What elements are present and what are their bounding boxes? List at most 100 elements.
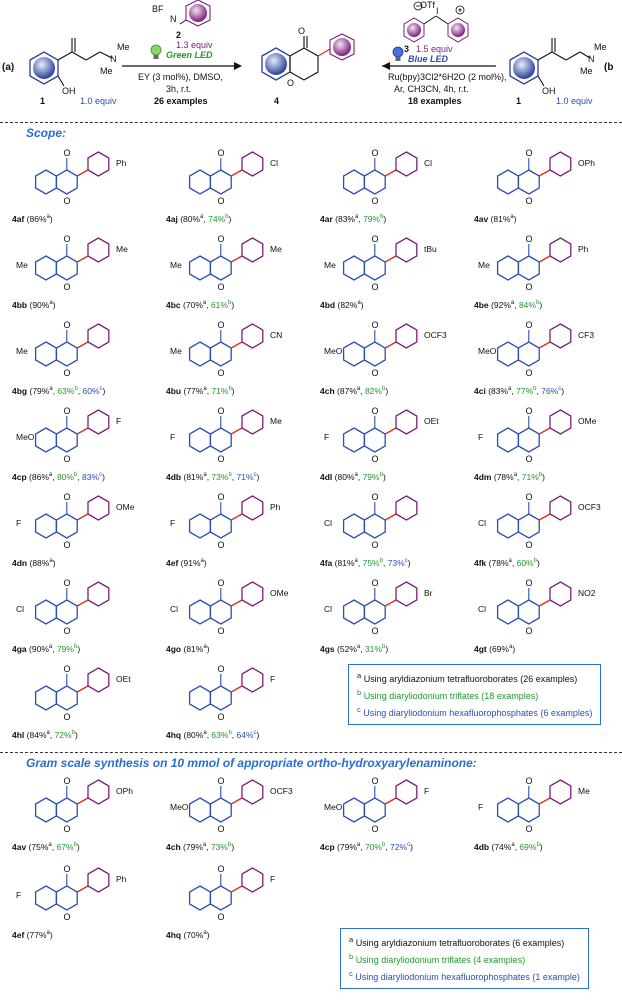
aryl-ring bbox=[395, 237, 418, 263]
compound-id: 4av bbox=[474, 214, 489, 224]
benzo-ring bbox=[342, 427, 366, 453]
compound-structure: OO bbox=[342, 234, 418, 292]
yield-a: 79% bbox=[32, 386, 50, 396]
ring-substituent: Me bbox=[170, 260, 182, 270]
aryl-substituent: F bbox=[270, 874, 276, 884]
yield-b: 61% bbox=[210, 300, 228, 310]
yield-a: 83% bbox=[491, 386, 509, 396]
carbonyl-o: O bbox=[218, 234, 225, 244]
compound-structure: OO bbox=[496, 148, 572, 206]
cond-a-line2: 3h, r.t. bbox=[166, 84, 192, 94]
aryl-ring bbox=[549, 581, 572, 607]
yield-a: 78% bbox=[491, 558, 509, 568]
pyranone-ring bbox=[55, 599, 78, 625]
compound-structure: OO bbox=[34, 776, 110, 834]
compound-structure: OO bbox=[34, 664, 110, 722]
pyranone-ring bbox=[209, 685, 232, 711]
aryl-ring bbox=[549, 409, 572, 435]
aryl-ring bbox=[549, 779, 572, 805]
new-c-c-bond bbox=[76, 599, 89, 607]
compound-id: 4af bbox=[12, 214, 25, 224]
compound-caption: 4hq (70%a) bbox=[166, 930, 210, 940]
yield-b: 71% bbox=[521, 472, 539, 482]
ring-substituent: MeO bbox=[324, 346, 343, 356]
new-c-c-bond bbox=[384, 169, 397, 177]
ring-substituent: Cl bbox=[324, 604, 333, 614]
aryl-ring bbox=[87, 779, 110, 805]
new-c-c-bond bbox=[76, 685, 89, 693]
aryl-ring bbox=[549, 237, 572, 263]
product-4-structure bbox=[261, 33, 355, 81]
benzo-ring bbox=[188, 885, 212, 911]
compound-structure: OO bbox=[188, 148, 264, 206]
pyranone-ring bbox=[363, 255, 386, 281]
ring-substituent: MeO bbox=[324, 802, 343, 812]
yield-a: 78% bbox=[496, 472, 514, 482]
benzo-ring bbox=[342, 599, 366, 625]
pyranone-ring bbox=[517, 341, 540, 367]
compound-id: 4fk bbox=[474, 558, 487, 568]
left-me-2: Me bbox=[100, 66, 113, 76]
compound-structure: OO bbox=[34, 320, 110, 378]
new-c-c-bond bbox=[384, 427, 397, 435]
new-c-c-bond bbox=[76, 169, 89, 177]
aryl-substituent: Me bbox=[270, 416, 282, 426]
left-me-1: Me bbox=[117, 42, 130, 52]
yield-b: 31% bbox=[364, 644, 382, 654]
carbonyl-o: O bbox=[64, 492, 71, 502]
compound-caption: 4av (75%a, 67%b) bbox=[12, 842, 80, 852]
compound-structure: OO bbox=[34, 492, 110, 550]
compound-id: 4cp bbox=[320, 842, 335, 852]
ring-o: O bbox=[218, 368, 225, 378]
new-c-c-bond bbox=[538, 255, 551, 263]
new-c-c-bond bbox=[384, 599, 397, 607]
compound-id: 4bu bbox=[166, 386, 182, 396]
benzo-ring bbox=[34, 599, 58, 625]
compound-structure: OO bbox=[342, 148, 418, 206]
compound-caption: 4ar (83%a, 79%b) bbox=[320, 214, 387, 224]
compound-structure: OO bbox=[496, 776, 572, 834]
scope-title: Scope: bbox=[26, 126, 67, 140]
new-c-c-bond bbox=[384, 341, 397, 349]
label-a: (a) bbox=[2, 62, 15, 73]
new-c-c-bond bbox=[230, 797, 243, 805]
yield-b: 73% bbox=[211, 472, 229, 482]
ring-substituent: Me bbox=[16, 346, 28, 356]
compound-caption: 4dn (88%a) bbox=[12, 558, 56, 568]
ring-substituent: MeO bbox=[478, 346, 497, 356]
benzo-ring bbox=[34, 685, 58, 711]
carbonyl-o: O bbox=[218, 492, 225, 502]
compound-caption: 4bd (82%a) bbox=[320, 300, 364, 310]
compound-caption: 4ga (90%a, 79%b) bbox=[12, 644, 81, 654]
pyranone-ring bbox=[55, 685, 78, 711]
ring-o: O bbox=[372, 368, 379, 378]
gram-scale-title: Gram scale synthesis on 10 mmol of appro… bbox=[26, 756, 477, 770]
ring-o: O bbox=[64, 454, 71, 464]
pyranone-ring bbox=[209, 797, 232, 823]
compound-caption: 4aj (80%a, 74%b) bbox=[166, 214, 232, 224]
ring-o: O bbox=[526, 824, 533, 834]
reagent-2-number: 2 bbox=[176, 30, 182, 40]
blue-led-label: Blue LED bbox=[408, 54, 449, 64]
compound-id: 4ci bbox=[474, 386, 486, 396]
reagent-2-aryl bbox=[179, 0, 211, 27]
green-led-label: Green LED bbox=[166, 50, 213, 60]
benzo-ring bbox=[188, 427, 212, 453]
footnote-gram-c: c Using diaryliodonium hexafluorophospha… bbox=[349, 969, 580, 982]
ring-o: O bbox=[218, 282, 225, 292]
aryl-ring bbox=[395, 409, 418, 435]
carbonyl-o: O bbox=[218, 148, 225, 158]
compound-id: 4av bbox=[12, 842, 27, 852]
compound-id: 4fa bbox=[320, 558, 333, 568]
divider-top bbox=[0, 122, 622, 123]
cond-b-line1: Ru(bpy)3Cl2*6H2O (2 mol%), bbox=[388, 72, 507, 82]
bf4-label: BF bbox=[152, 4, 164, 14]
compound-caption: 4av (81%a) bbox=[474, 214, 517, 224]
